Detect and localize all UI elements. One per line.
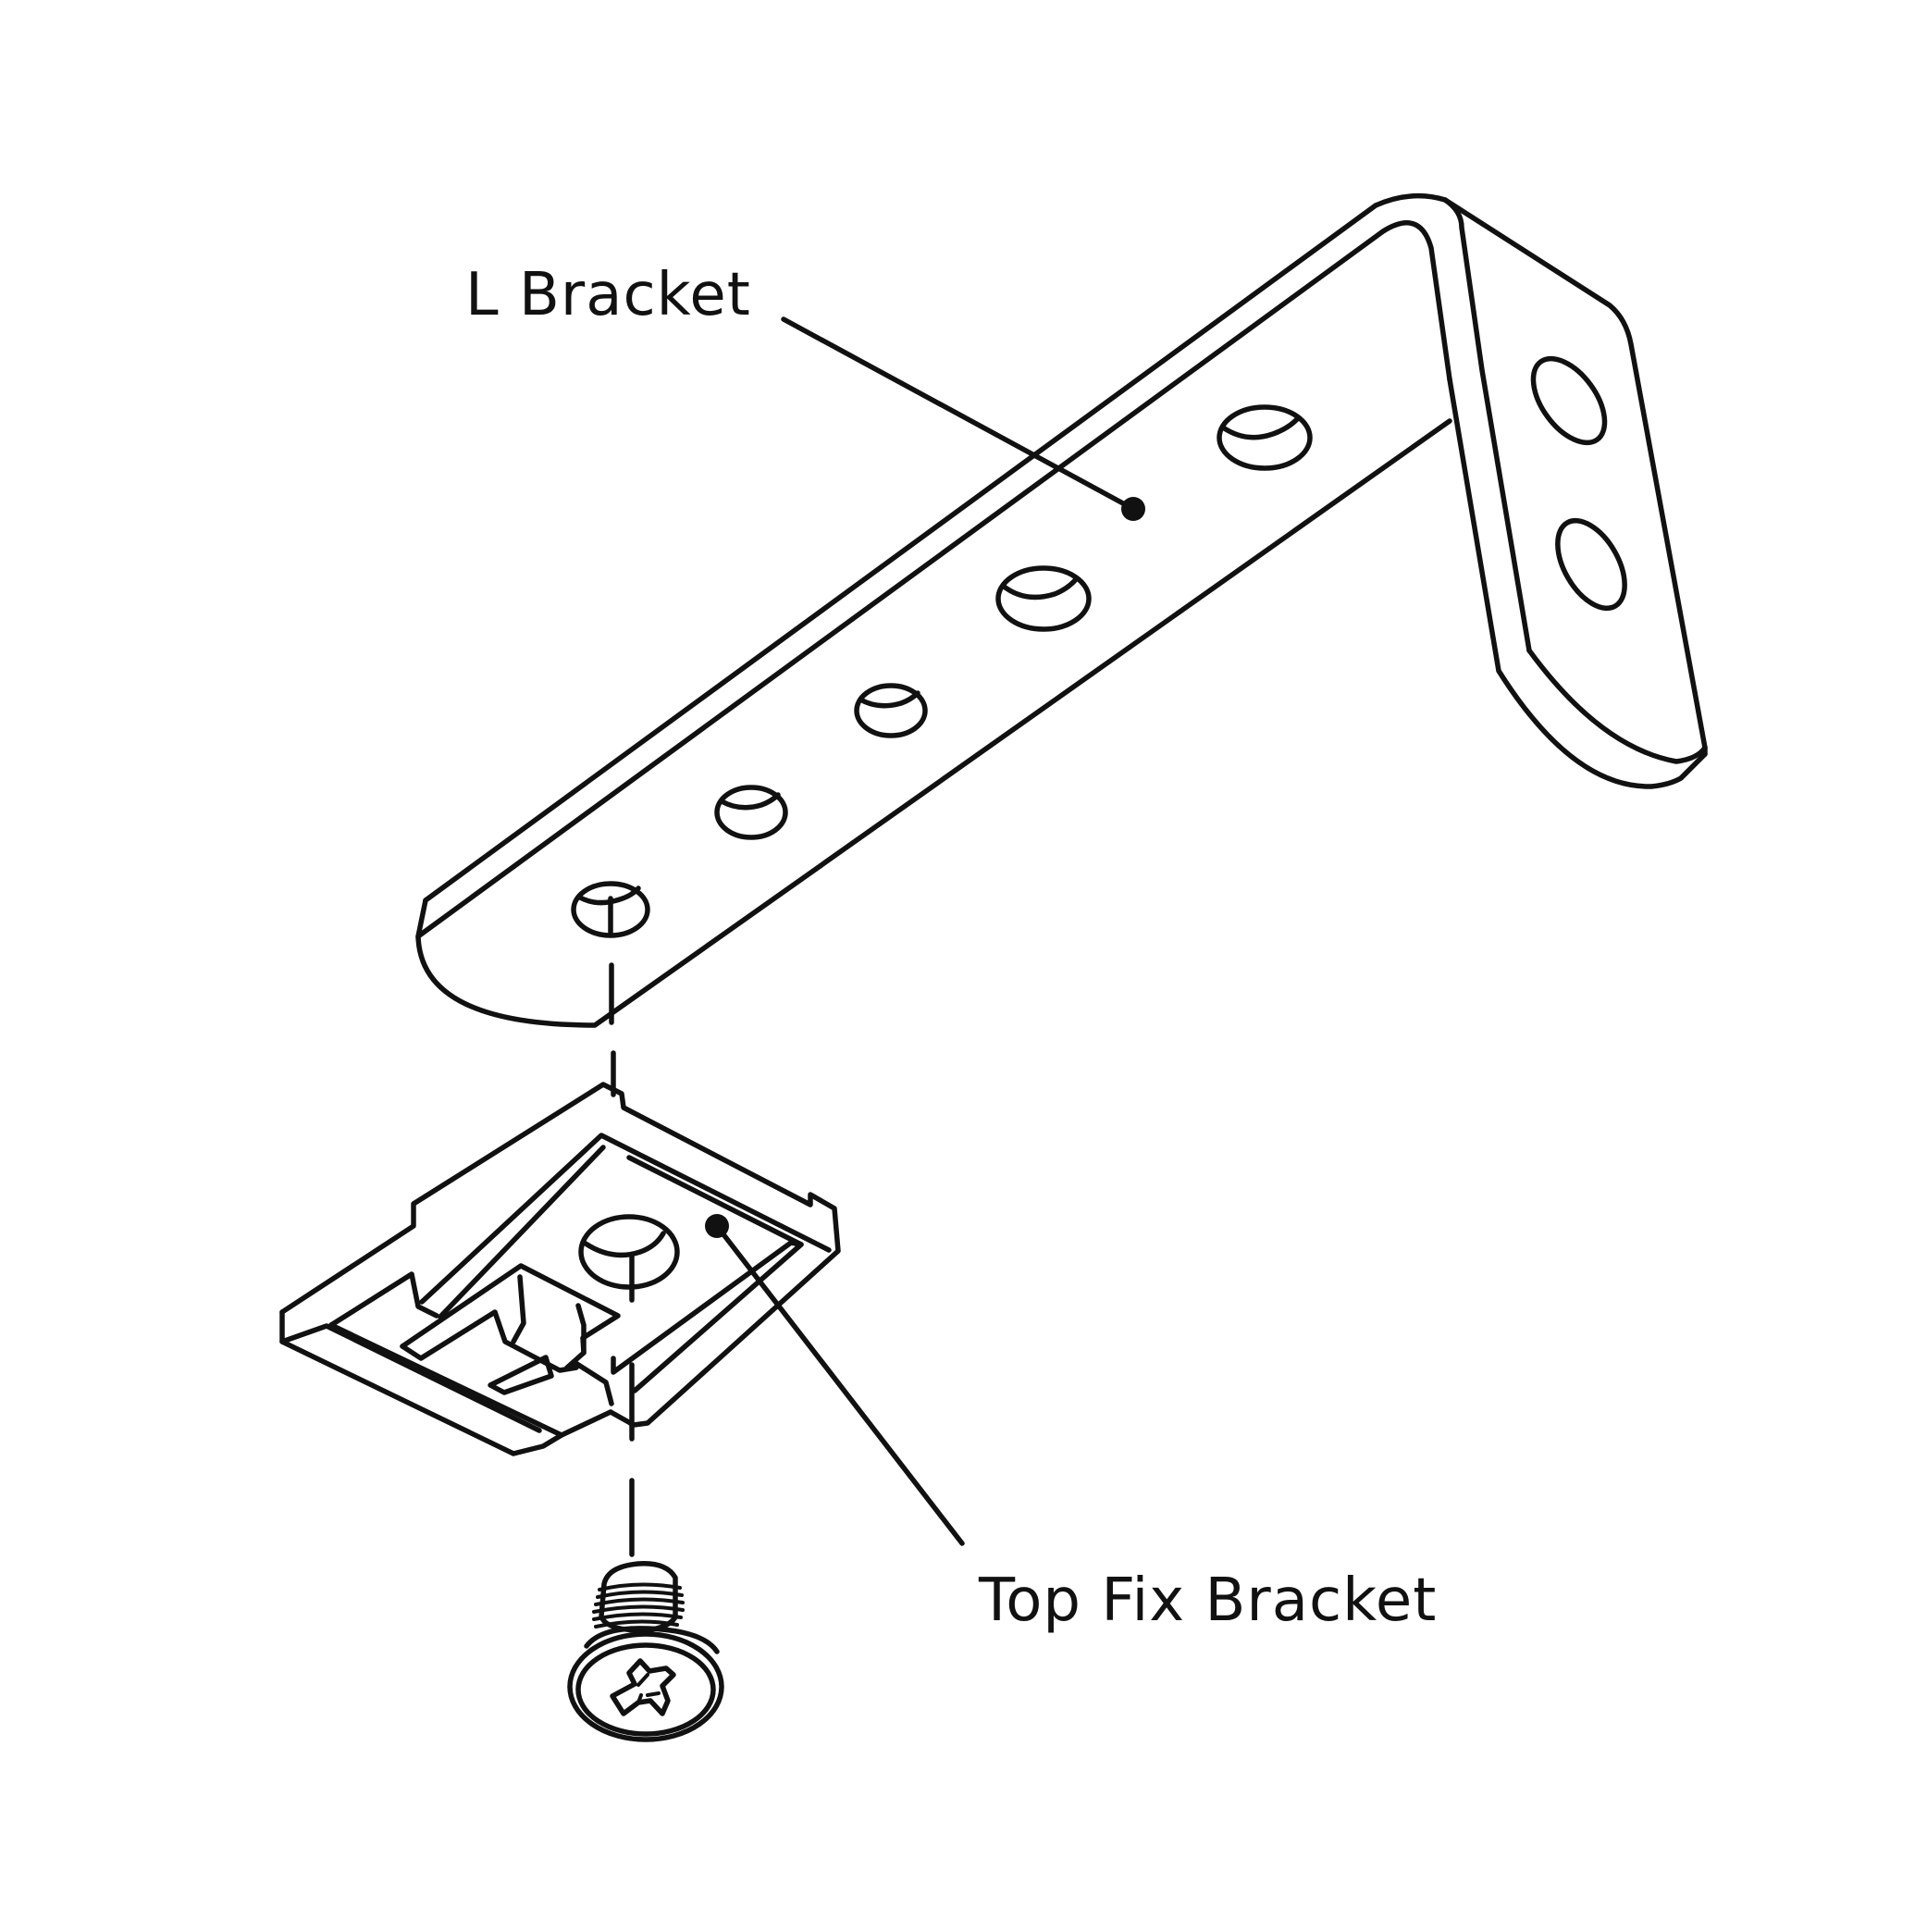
top-fix-bracket-plate-top [419, 1133, 832, 1305]
l-bracket-label: L Bracket [465, 261, 751, 329]
top-fix-bracket-plate-edge [328, 1322, 613, 1438]
top-fix-bracket-clip-tab [400, 1309, 579, 1373]
top-fix-bracket-clip-inner [511, 1274, 587, 1356]
top-fix-bracket-left-lip [279, 1323, 542, 1433]
top-fix-bracket-slope [611, 1240, 804, 1393]
l-bracket-leg-outer [1442, 197, 1708, 757]
l-bracket-leg-slot-1 [1530, 355, 1608, 446]
l-bracket-arm-end [415, 898, 613, 1028]
phillips-recess-icon [610, 1658, 676, 1716]
top-fix-bracket [279, 1082, 841, 1456]
l-bracket-leg-inner [1447, 377, 1708, 789]
l-bracket-hole-5 [571, 881, 650, 938]
l-bracket-arm-inner-edge [415, 220, 1452, 939]
l-bracket-leader-line [781, 316, 1136, 512]
top-fix-bracket-left-wall [279, 1309, 564, 1456]
screw-head [567, 1631, 724, 1742]
l-bracket-hole-3 [854, 683, 928, 738]
l-bracket-hole-4 [714, 785, 788, 840]
screw [567, 1561, 724, 1742]
l-bracket-hole-1 [1217, 404, 1313, 471]
top-fix-bracket-rim [279, 1082, 841, 1428]
alignment-axis [609, 962, 635, 1557]
screw-head-rim [584, 1626, 720, 1654]
top-fix-bracket-plate-inner [438, 1145, 804, 1319]
l-bracket [415, 193, 1708, 1028]
top-fix-bracket-hole [578, 1214, 680, 1290]
l-bracket-hole-2 [995, 565, 1092, 632]
l-bracket-arm-top-edge [423, 193, 1448, 903]
top-fix-bracket-clip-foot [488, 1355, 554, 1395]
l-bracket-arm-bottom-edge [608, 418, 1452, 1017]
top-fix-bracket-leader-line [714, 1223, 965, 1546]
l-bracket-leg-bend [1526, 648, 1708, 764]
screw-head-top [575, 1642, 716, 1737]
top-fix-bracket-label: Top Fix Bracket [979, 1567, 1438, 1635]
l-bracket-leg-slot-2 [1555, 517, 1627, 612]
top-fix-bracket-front-flange [328, 1271, 439, 1328]
